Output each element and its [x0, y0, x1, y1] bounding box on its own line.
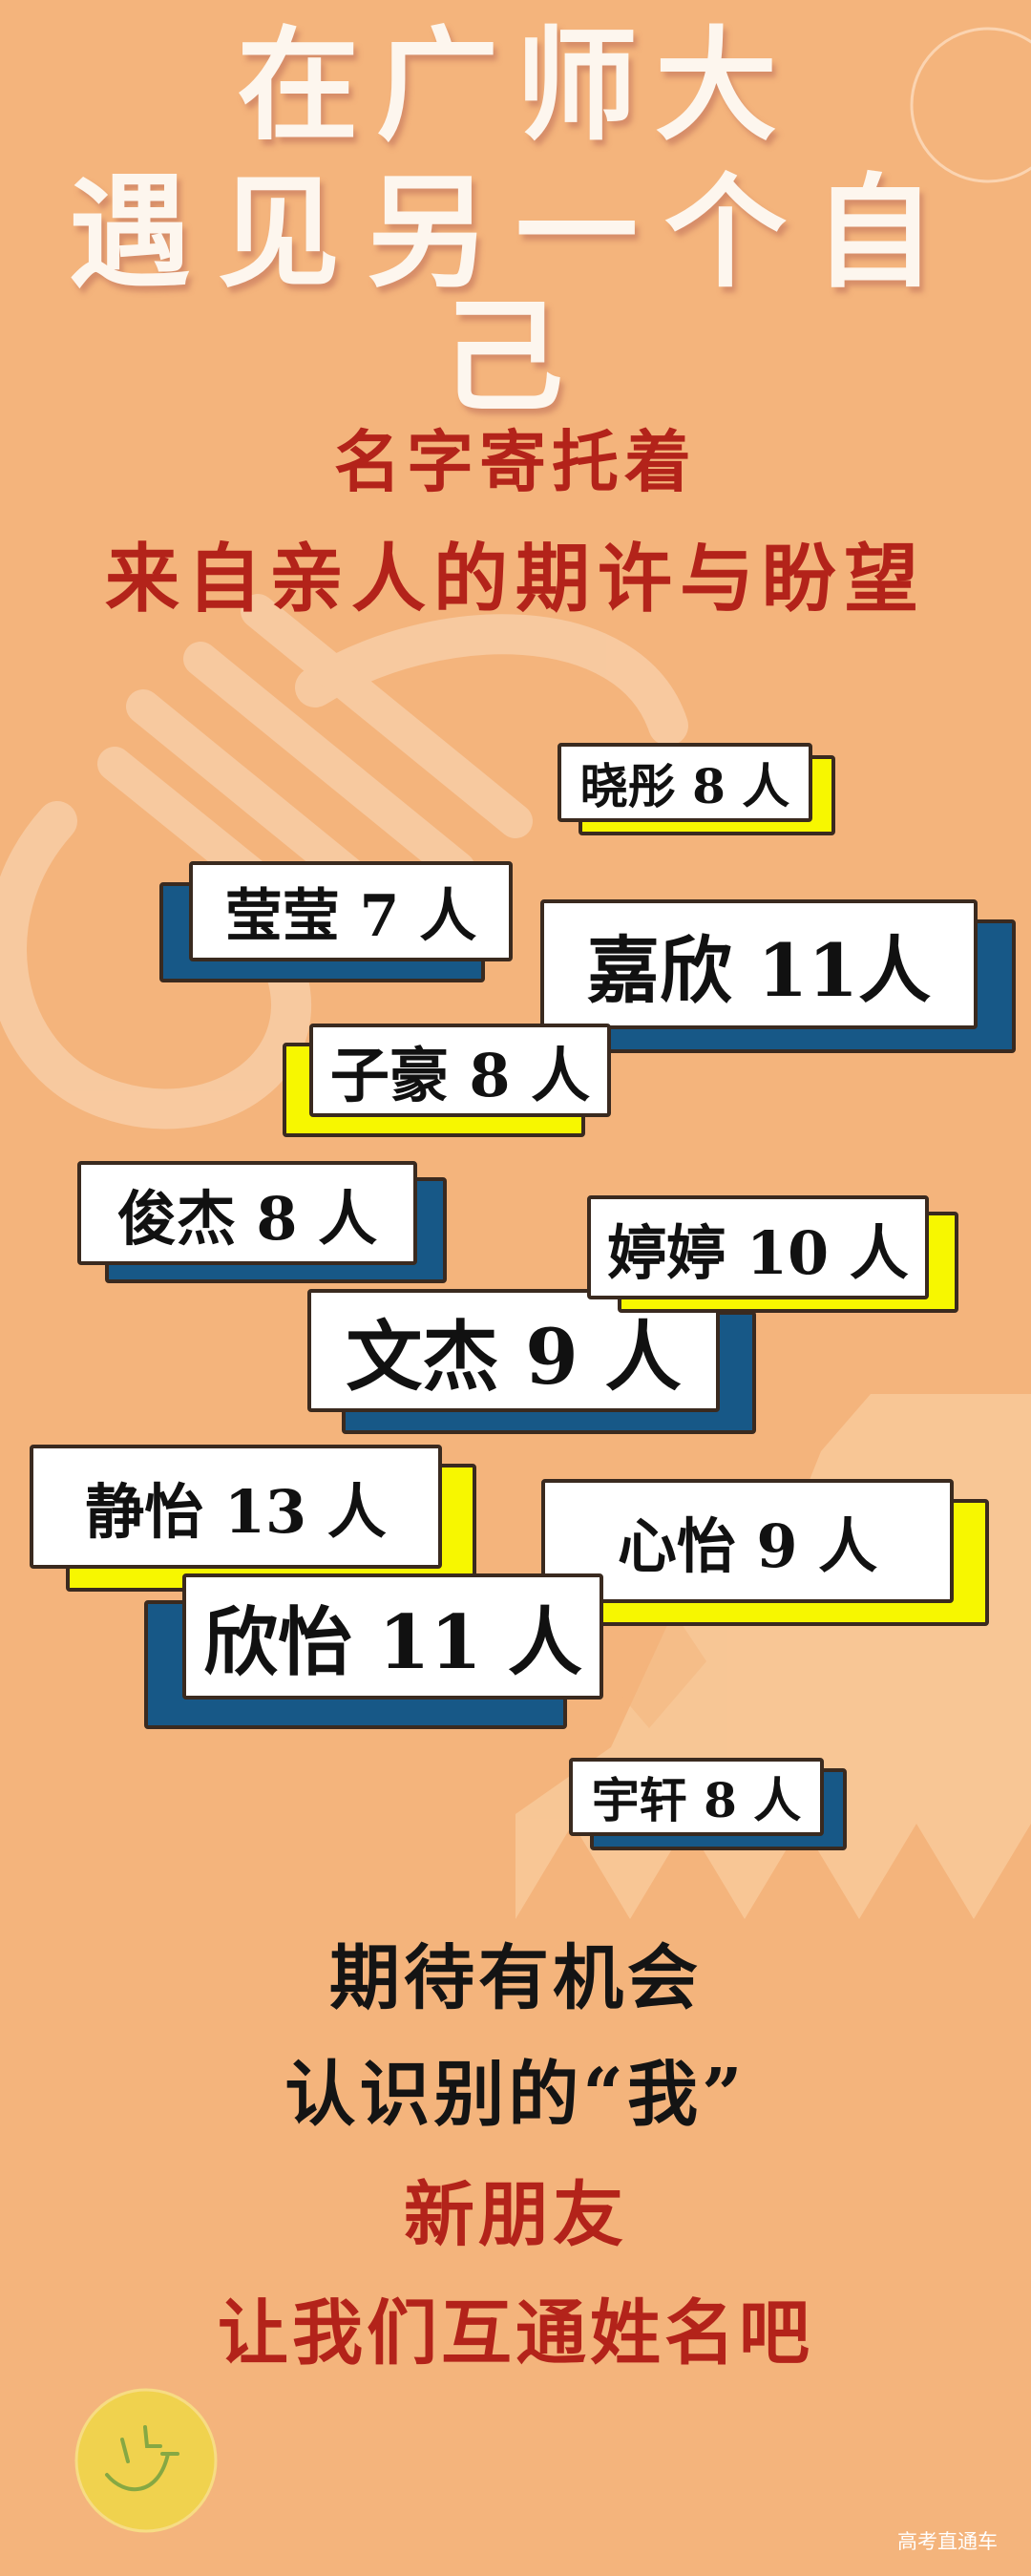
watermark: 高考直通车 — [897, 2530, 998, 2553]
closing-line-1: 期待有机会 — [329, 1937, 702, 2019]
tag-label: 静怡 13 人 — [30, 1445, 442, 1569]
title-line-1: 在广师大 — [236, 15, 794, 158]
title-line-2: 遇见另一个自己 — [68, 162, 962, 429]
intro-line-1: 名字寄托着 — [334, 422, 697, 501]
tag-label: 婷婷 10 人 — [587, 1195, 929, 1299]
closing-line-3: 新朋友 — [404, 2174, 627, 2256]
tag-label: 俊杰 8 人 — [77, 1161, 417, 1265]
tag-label: 心怡 9 人 — [541, 1479, 954, 1603]
closing-line-2: 认识别的“我” — [284, 2054, 747, 2136]
tag-label: 子豪 8 人 — [309, 1024, 611, 1117]
smiley-face-icon — [74, 2388, 218, 2533]
tag-label: 文杰 9 人 — [307, 1289, 720, 1412]
tag-label: 嘉欣 11人 — [540, 899, 978, 1029]
tag-label: 晓彤 8 人 — [558, 743, 812, 822]
tag-label: 宇轩 8 人 — [569, 1758, 824, 1836]
intro-line-2: 来自亲人的期许与盼望 — [104, 536, 926, 623]
tag-label: 欣怡 11 人 — [182, 1573, 603, 1700]
closing-line-4: 让我们互通姓名吧 — [218, 2292, 813, 2375]
tag-label: 莹莹 7 人 — [189, 861, 513, 961]
